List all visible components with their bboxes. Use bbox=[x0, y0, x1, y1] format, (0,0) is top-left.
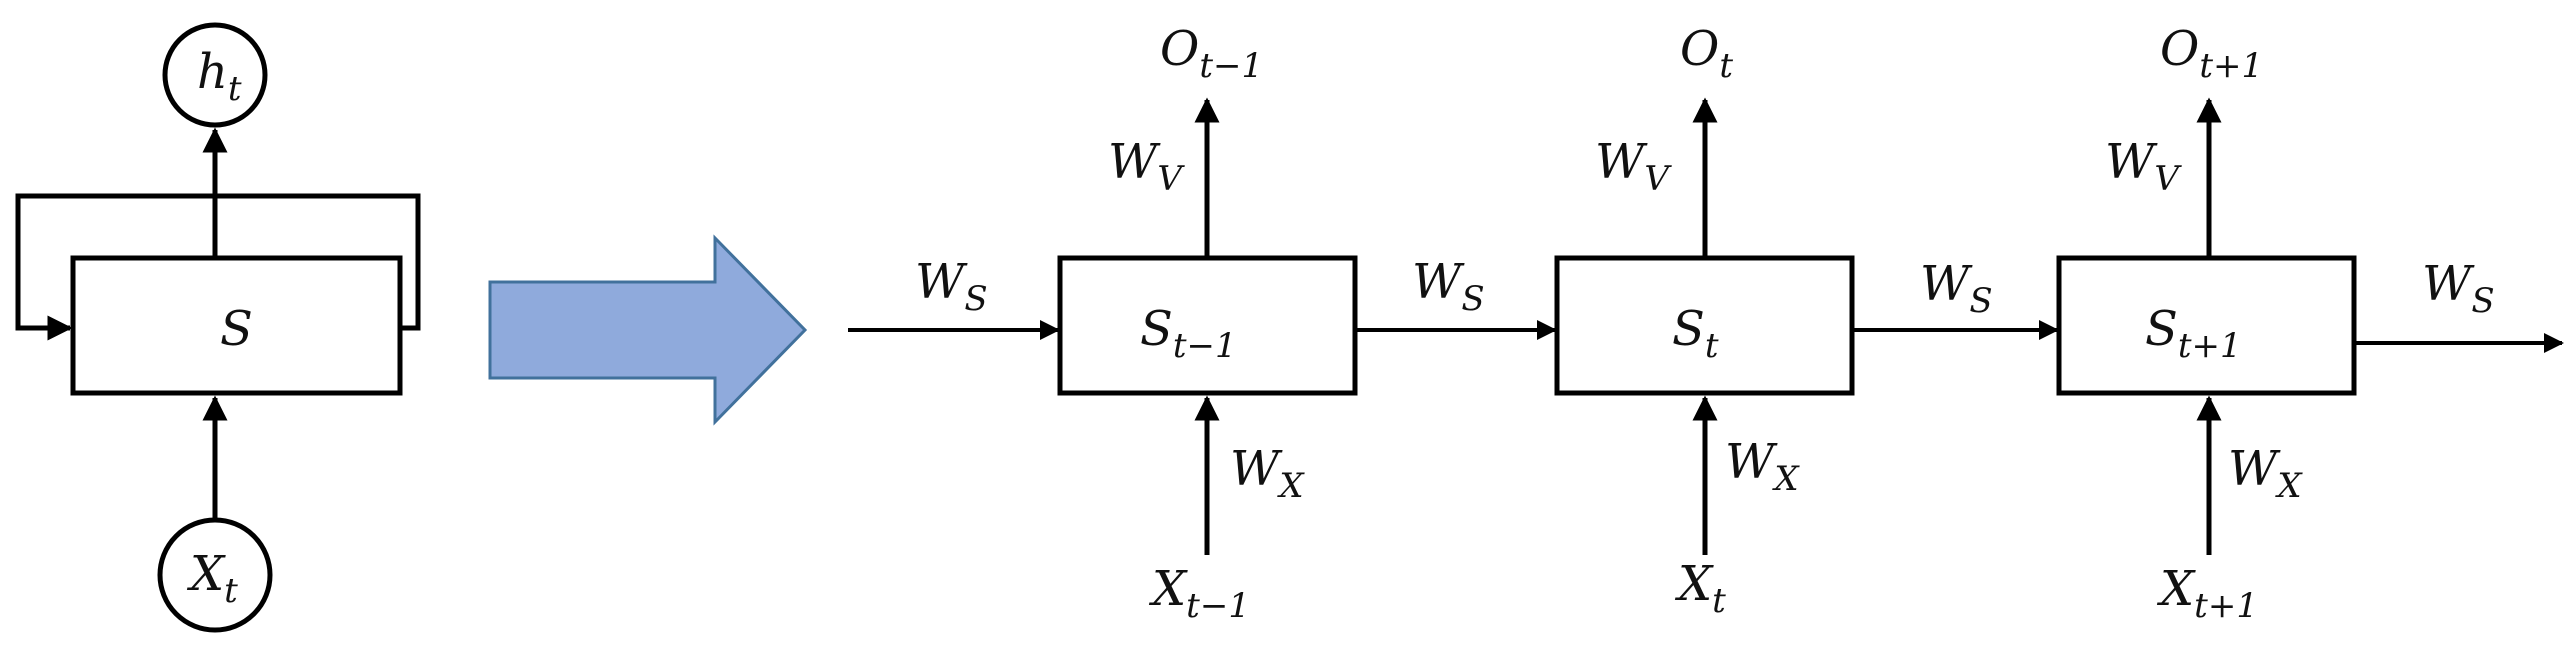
unfold-arrow bbox=[488, 234, 808, 426]
ws-label-2: WS bbox=[1920, 256, 1993, 321]
unrolled-rnn: WS WS WS WS St−1 WV Ot−1 WX Xt−1 St WV O… bbox=[848, 21, 2564, 626]
output-label-prev: Ot−1 bbox=[1160, 21, 1263, 86]
timestep-current: St WV Ot WX Xt bbox=[1554, 21, 1855, 621]
state-label: S bbox=[220, 301, 253, 357]
wv-label-current: WV bbox=[1595, 134, 1672, 199]
recurrent-loop bbox=[15, 193, 421, 341]
state-label-current: St bbox=[1672, 301, 1719, 366]
state-label-prev: St−1 bbox=[1140, 301, 1237, 366]
state-label-next: St+1 bbox=[2145, 301, 2242, 366]
input-label-current: Xt bbox=[1674, 556, 1726, 621]
input-label-next: Xt+1 bbox=[2156, 561, 2258, 626]
wx-label-next: WX bbox=[2228, 441, 2303, 506]
timestep-next: St+1 WV Ot+1 WX Xt+1 bbox=[2056, 21, 2357, 626]
hidden-label: ht bbox=[197, 44, 242, 109]
wv-label-next: WV bbox=[2105, 134, 2182, 199]
ws-label-0: WS bbox=[915, 254, 988, 319]
state-box-current bbox=[1554, 255, 1855, 396]
output-label-current: Ot bbox=[1680, 21, 1733, 86]
wx-label-prev: WX bbox=[1230, 441, 1305, 506]
ws-label-1: WS bbox=[1412, 254, 1485, 319]
wx-label-current: WX bbox=[1725, 434, 1800, 499]
input-label-prev: Xt−1 bbox=[1148, 561, 1250, 626]
state-box-next bbox=[2056, 255, 2357, 396]
timestep-prev: St−1 WV Ot−1 WX Xt−1 bbox=[1057, 21, 1358, 626]
folded-rnn: ht S Xt bbox=[15, 22, 421, 633]
input-label: Xt bbox=[186, 546, 238, 611]
wv-label-prev: WV bbox=[1108, 134, 1185, 199]
output-label-next: Ot+1 bbox=[2160, 21, 2263, 86]
ws-label-3: WS bbox=[2422, 256, 2495, 321]
hidden-node bbox=[162, 22, 268, 128]
